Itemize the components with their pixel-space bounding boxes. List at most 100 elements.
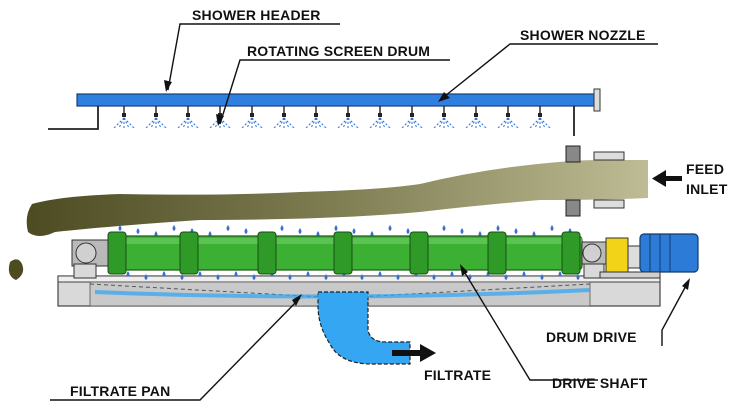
drop-icon: [442, 225, 446, 231]
drop-icon: [450, 271, 454, 277]
feed-inlet-fitting: [565, 145, 625, 217]
drum-ring: [487, 231, 507, 275]
shower-header: [48, 88, 601, 136]
spray-line: [150, 117, 157, 129]
label-feed-inlet-line2: INLET: [686, 181, 728, 197]
spray-line: [539, 117, 551, 129]
drop-icon: [324, 274, 328, 280]
drop-icon: [406, 228, 410, 234]
drop-icon: [334, 225, 338, 231]
drop-icon: [432, 274, 436, 280]
spray-line: [310, 117, 317, 129]
nozzle-tip: [410, 113, 414, 117]
spray-line: [465, 117, 477, 129]
spray-line: [502, 117, 509, 129]
filtrate-discharge: [95, 288, 590, 365]
drop-icon: [180, 274, 184, 280]
spray-line: [118, 117, 125, 129]
spray-line: [411, 117, 418, 129]
drive-shaft-assembly: [71, 239, 607, 279]
spray-line: [251, 117, 263, 129]
drum-ring: [561, 231, 581, 275]
drop-icon: [226, 225, 230, 231]
spray-line: [347, 117, 359, 129]
label-feed-inlet-line1: FEED: [686, 161, 724, 177]
drum-ring: [107, 231, 127, 275]
drop-icon: [468, 274, 472, 280]
drop-icon: [172, 225, 176, 231]
drum-ring: [333, 231, 353, 275]
drop-icon: [360, 274, 364, 280]
drop-icon: [540, 274, 544, 280]
spray-line: [443, 117, 455, 129]
spray-line: [315, 117, 322, 129]
nozzle-tip: [378, 113, 382, 117]
drop-icon: [136, 228, 140, 234]
drop-icon: [280, 225, 284, 231]
nozzle-tip: [538, 113, 542, 117]
drop-icon: [396, 274, 400, 280]
spray-line: [347, 117, 354, 129]
nozzle-tip: [314, 113, 318, 117]
nozzle-tip: [250, 113, 254, 117]
spray-line: [433, 117, 445, 129]
nozzle-tip: [506, 113, 510, 117]
spray-line: [315, 117, 327, 129]
spray-line: [411, 117, 423, 129]
spray-line: [283, 117, 290, 129]
spray-line: [113, 117, 125, 129]
label-drum-drive: DRUM DRIVE: [546, 329, 637, 345]
spray-line: [438, 117, 445, 129]
drop-icon: [558, 271, 562, 277]
spray-line: [369, 117, 381, 129]
spray-line: [470, 117, 477, 129]
drum-ring: [409, 231, 429, 275]
label-rotating-screen-drum: ROTATING SCREEN DRUM: [247, 43, 430, 59]
drop-icon: [234, 271, 238, 277]
drop-icon: [550, 225, 554, 231]
nozzle-tip: [122, 113, 126, 117]
drum-rings: [107, 231, 581, 275]
spray-line: [278, 117, 285, 129]
nozzle-tip: [282, 113, 286, 117]
leader-lines: [50, 23, 690, 401]
rotating-screen-drum: [107, 231, 583, 275]
drum-ring: [257, 231, 277, 275]
spray-line: [246, 117, 253, 129]
spray-line: [475, 117, 482, 129]
spray-line: [241, 117, 253, 129]
spray-line: [507, 117, 514, 129]
drop-icon: [378, 271, 382, 277]
nozzle-tip: [346, 113, 350, 117]
spray-line: [406, 117, 413, 129]
drop-icon: [118, 225, 122, 231]
label-filtrate: FILTRATE: [424, 367, 491, 383]
drop-icon: [352, 228, 356, 234]
label-filtrate-pan: FILTRATE PAN: [70, 383, 170, 399]
spray-line: [529, 117, 541, 129]
left-arrow-icon: [652, 170, 682, 187]
drop-icon: [252, 274, 256, 280]
spray-line: [305, 117, 317, 129]
spray-line: [507, 117, 519, 129]
spray-line: [123, 117, 135, 129]
drop-icon: [288, 274, 292, 280]
spray-line: [123, 117, 130, 129]
drop-icon: [198, 271, 202, 277]
drop-icon: [162, 271, 166, 277]
drop-icon: [126, 271, 130, 277]
drop-icon: [504, 274, 508, 280]
drop-icon: [388, 225, 392, 231]
nozzle-tip: [154, 113, 158, 117]
shower-nozzle-array: [113, 106, 551, 129]
drop-icon: [496, 225, 500, 231]
drop-icon: [576, 274, 580, 280]
spray-line: [379, 117, 391, 129]
spray-line: [342, 117, 349, 129]
spray-line: [155, 117, 167, 129]
spray-line: [273, 117, 285, 129]
nozzle-tip: [474, 113, 478, 117]
spray-line: [182, 117, 189, 129]
spray-line: [534, 117, 541, 129]
